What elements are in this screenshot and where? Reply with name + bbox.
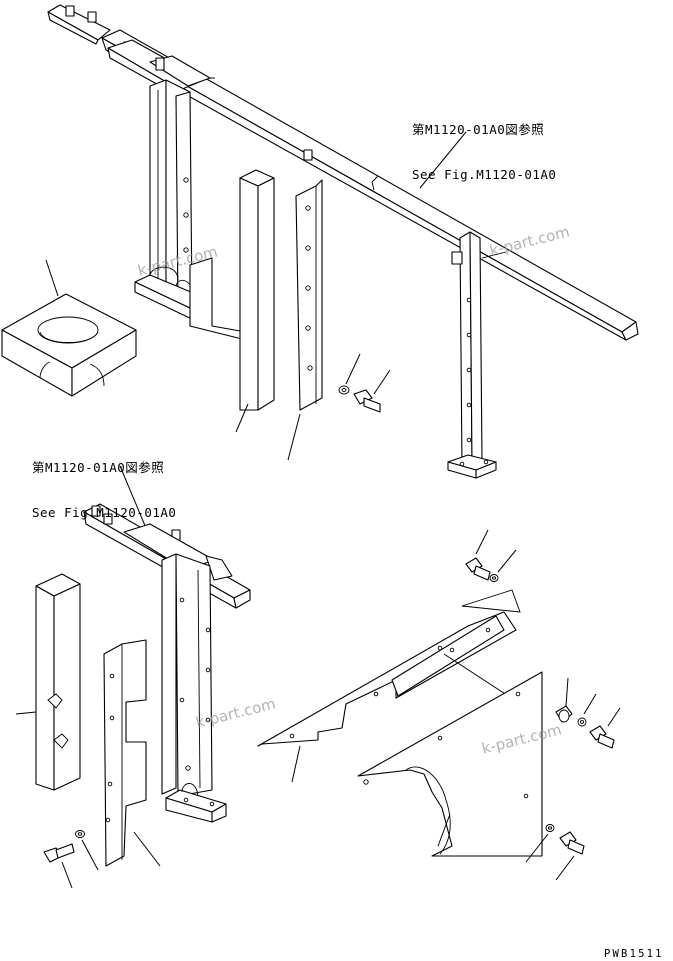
top-frame-assembly bbox=[47, 4, 639, 479]
reference-label-top-jp: 第M1120-01A0図参照 bbox=[412, 122, 545, 137]
lower-frame-assembly bbox=[83, 503, 251, 823]
drawing-code: PWB1511 bbox=[604, 948, 664, 960]
washer-bolt-upper bbox=[338, 353, 391, 413]
cushion-block bbox=[1, 259, 137, 397]
notched-plate-lower bbox=[103, 639, 161, 867]
reference-leader-top bbox=[419, 131, 467, 189]
reference-label-top: 第M1120-01A0図参照 See Fig.M1120-01A0 bbox=[412, 92, 556, 197]
reference-label-middle: 第M1120-01A0図参照 See Fig.M1120-01A0 bbox=[32, 430, 176, 535]
hardware-bottom-right bbox=[525, 824, 585, 881]
upright-plate-upper bbox=[287, 179, 323, 461]
cover-plate-large bbox=[357, 671, 543, 857]
washer-bolt-lower-left bbox=[43, 830, 99, 889]
reference-leader-middle bbox=[119, 465, 147, 529]
reference-label-middle-jp: 第M1120-01A0図参照 bbox=[32, 460, 165, 475]
hardware-right-stack bbox=[555, 677, 621, 749]
upright-filler-upper bbox=[235, 169, 275, 433]
filler-block-lower bbox=[15, 573, 81, 791]
long-bracket-plate bbox=[257, 589, 543, 783]
reference-label-middle-en: See Fig.M1120-01A0 bbox=[32, 505, 177, 520]
bolt-washer-top-right bbox=[465, 529, 517, 582]
reference-label-top-en: See Fig.M1120-01A0 bbox=[412, 167, 557, 182]
